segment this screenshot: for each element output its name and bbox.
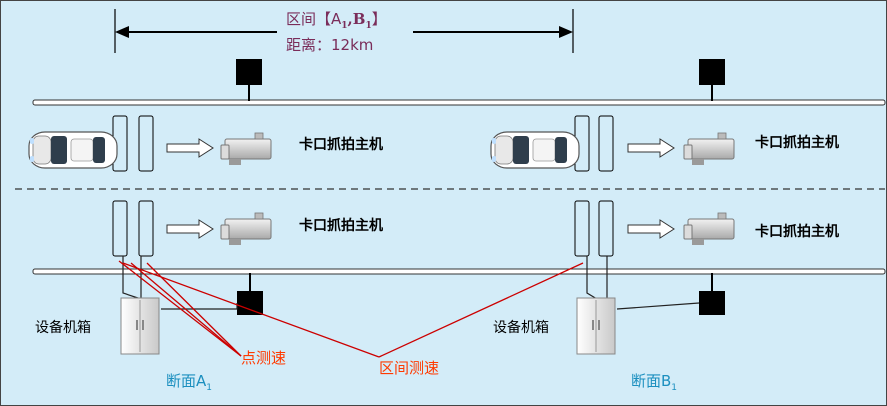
camera-icon (683, 212, 735, 246)
distance-label: 距离：12km (286, 36, 374, 54)
road (15, 99, 886, 275)
camera-label: 卡口抓拍主机 (299, 218, 383, 234)
loop-detector (112, 200, 128, 257)
arrow-right-icon (166, 219, 214, 239)
pole-box-top-a (236, 59, 262, 85)
arrow-right-icon (166, 138, 214, 158)
car-a (28, 131, 118, 169)
loop-detector (138, 200, 154, 257)
pole-box-bottom-b (699, 291, 725, 315)
equipment-cabinet-a (120, 297, 160, 355)
camera-icon (220, 212, 272, 246)
point-speed-label: 点测速 (241, 349, 287, 367)
camera-label: 卡口抓拍主机 (299, 137, 383, 153)
car-b (490, 131, 580, 169)
section-a-sub: 1 (206, 383, 212, 393)
camera-label: 卡口抓拍主机 (755, 224, 839, 240)
interval-title-sub-b: 1 (365, 21, 372, 31)
pole-box-bottom-a (237, 291, 263, 315)
equipment-label-a: 设备机箱 (35, 320, 91, 336)
loop-detector (138, 115, 154, 172)
section-b-label: 断面B1 (631, 370, 677, 393)
speed-leader-lines (118, 260, 584, 358)
dimension-arrow-right (559, 26, 573, 38)
section-a-label: 断面A1 (166, 370, 212, 393)
interval-title: 区间【A1,B1】 (286, 8, 387, 31)
camera-icon (220, 132, 272, 166)
pole-box-top-b (699, 59, 725, 85)
interval-title-prefix: 区间【A (286, 10, 342, 28)
arrow-right-icon (627, 138, 675, 158)
road-bottom-edge (32, 268, 886, 275)
distance-dimension (114, 9, 574, 53)
loop-detector (598, 115, 614, 172)
camera-icon (683, 132, 735, 166)
loop-detector (574, 200, 590, 257)
interval-title-sub-a: 1 (341, 21, 348, 31)
poles (236, 59, 725, 315)
section-a-text: 断面A (166, 372, 207, 390)
interval-title-suffix: 】 (371, 10, 387, 28)
section-b-text: 断面B (631, 372, 672, 390)
road-top-edge (32, 99, 886, 106)
camera-label: 卡口抓拍主机 (755, 135, 839, 151)
interval-title-sep: ,B (347, 10, 366, 28)
equipment-label-b: 设备机箱 (493, 320, 549, 336)
interval-speed-label: 区间测速 (379, 359, 440, 377)
dimension-arrow-left (115, 26, 129, 38)
loop-detector (598, 200, 614, 257)
section-b-sub: 1 (671, 383, 678, 393)
arrow-right-icon (627, 219, 675, 239)
equipment-cabinet-b (576, 297, 616, 355)
